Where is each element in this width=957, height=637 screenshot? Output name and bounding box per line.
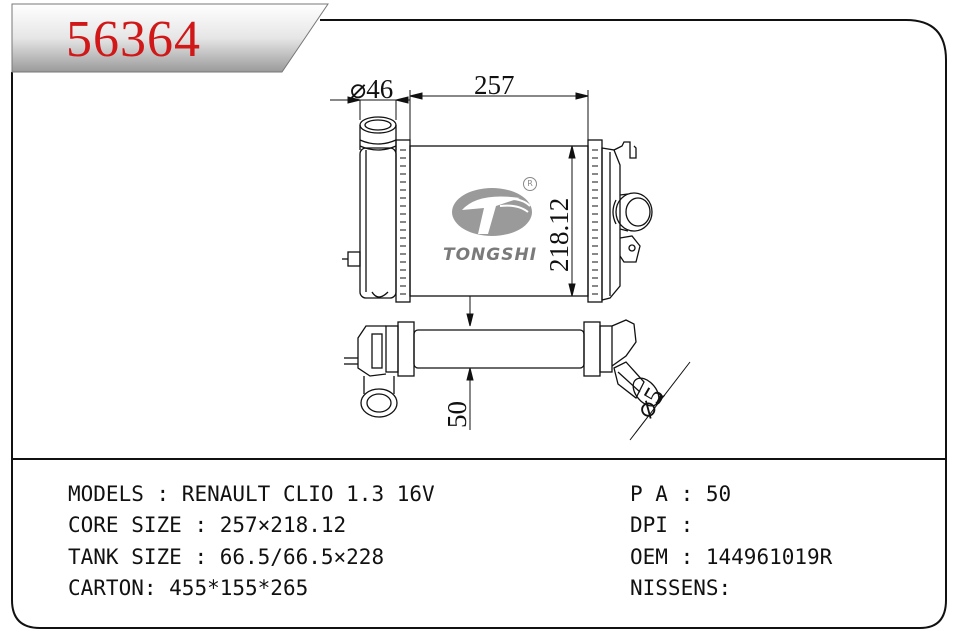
part-number-banner — [11, 3, 329, 73]
spec-tank-size-label: TANK SIZE — [68, 545, 182, 569]
brand-logo-text: TONGSHI — [443, 245, 538, 265]
spec-nissens-label: NISSENS — [630, 576, 719, 600]
spec-oem-value: 144961019R — [705, 545, 833, 569]
spec-models-value: RENAULT CLIO 1.3 16V — [181, 482, 435, 506]
spec-models: MODELS : RENAULT CLIO 1.3 16V — [68, 482, 435, 506]
spec-pa: P A : 50 — [630, 482, 732, 506]
spec-pa-label: P A — [630, 482, 668, 506]
spec-carton: CARTON: 455*155*265 — [68, 576, 309, 600]
dim-depth: 50 — [442, 401, 472, 428]
spec-models-label: MODELS — [68, 482, 144, 506]
spec-carton-label: CARTON — [68, 576, 144, 600]
right-tank — [601, 147, 621, 301]
spec-nissens: NISSENS: — [630, 576, 732, 600]
dim-core-height: 218.12 — [544, 198, 574, 272]
spec-pa-value: 50 — [705, 482, 732, 506]
spec-core-size-value: 257×218.12 — [219, 513, 347, 537]
spec-dpi: DPI : — [630, 513, 706, 537]
spec-carton-value: 455*155*265 — [169, 576, 309, 600]
side-view-core — [413, 329, 585, 369]
spec-oem-label: OEM — [630, 545, 668, 569]
registered-mark-icon: R — [523, 177, 537, 191]
spec-dpi-label: DPI — [630, 513, 668, 537]
dim-inlet-diameter: ⌀46 — [350, 74, 393, 104]
spec-tank-size: TANK SIZE : 66.5/66.5×228 — [68, 545, 385, 569]
part-number: 56364 — [66, 11, 201, 68]
spec-core-size-label: CORE SIZE — [68, 513, 182, 537]
dim-core-width: 257 — [474, 70, 515, 100]
spec-oem: OEM : 144961019R — [630, 545, 833, 569]
spec-tank-size-value: 66.5/66.5×228 — [219, 545, 385, 569]
spec-core-size: CORE SIZE : 257×218.12 — [68, 513, 347, 537]
brand-logo-icon — [452, 188, 532, 236]
outlet-nozzle — [615, 192, 653, 232]
